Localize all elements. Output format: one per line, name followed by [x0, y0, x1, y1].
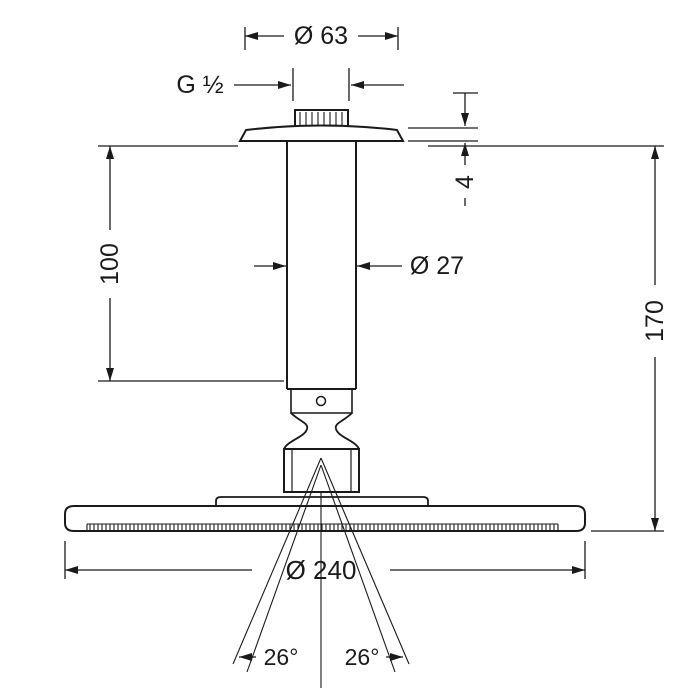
thread-connector: [294, 109, 349, 129]
spray-angle-right-label: 26°: [345, 644, 380, 670]
shower-pipe: [286, 141, 357, 414]
dimension-thread: [234, 68, 404, 101]
dimension-overall-height: [428, 146, 664, 531]
pipe-length-label: 100: [96, 243, 124, 285]
shower-head-plate: [64, 505, 586, 532]
dimension-top-diameter: [244, 27, 399, 50]
spray-cone-lines: [232, 457, 410, 688]
pipe-set-screw-hole: [315, 395, 327, 407]
top-diameter-label: Ø 63: [294, 22, 348, 50]
knurl-lines: [299, 112, 343, 126]
ceiling-flange: [238, 124, 405, 142]
dimension-pipe-length: [98, 146, 284, 381]
dimension-head-diameter: [64, 541, 586, 579]
ball-joint: [283, 412, 360, 450]
flange-thickness-label: 4: [451, 175, 479, 189]
overall-height-label: 170: [641, 300, 669, 342]
thread-size-label: G ½: [176, 71, 223, 99]
dimension-flange-thickness: [408, 92, 478, 206]
head-mounting-plate: [215, 496, 429, 505]
spray-angle-left-label: 26°: [264, 644, 299, 670]
nozzle-field: [87, 524, 558, 531]
shower-head-hub: [283, 448, 360, 493]
pipe-diameter-label: Ø 27: [410, 252, 464, 280]
